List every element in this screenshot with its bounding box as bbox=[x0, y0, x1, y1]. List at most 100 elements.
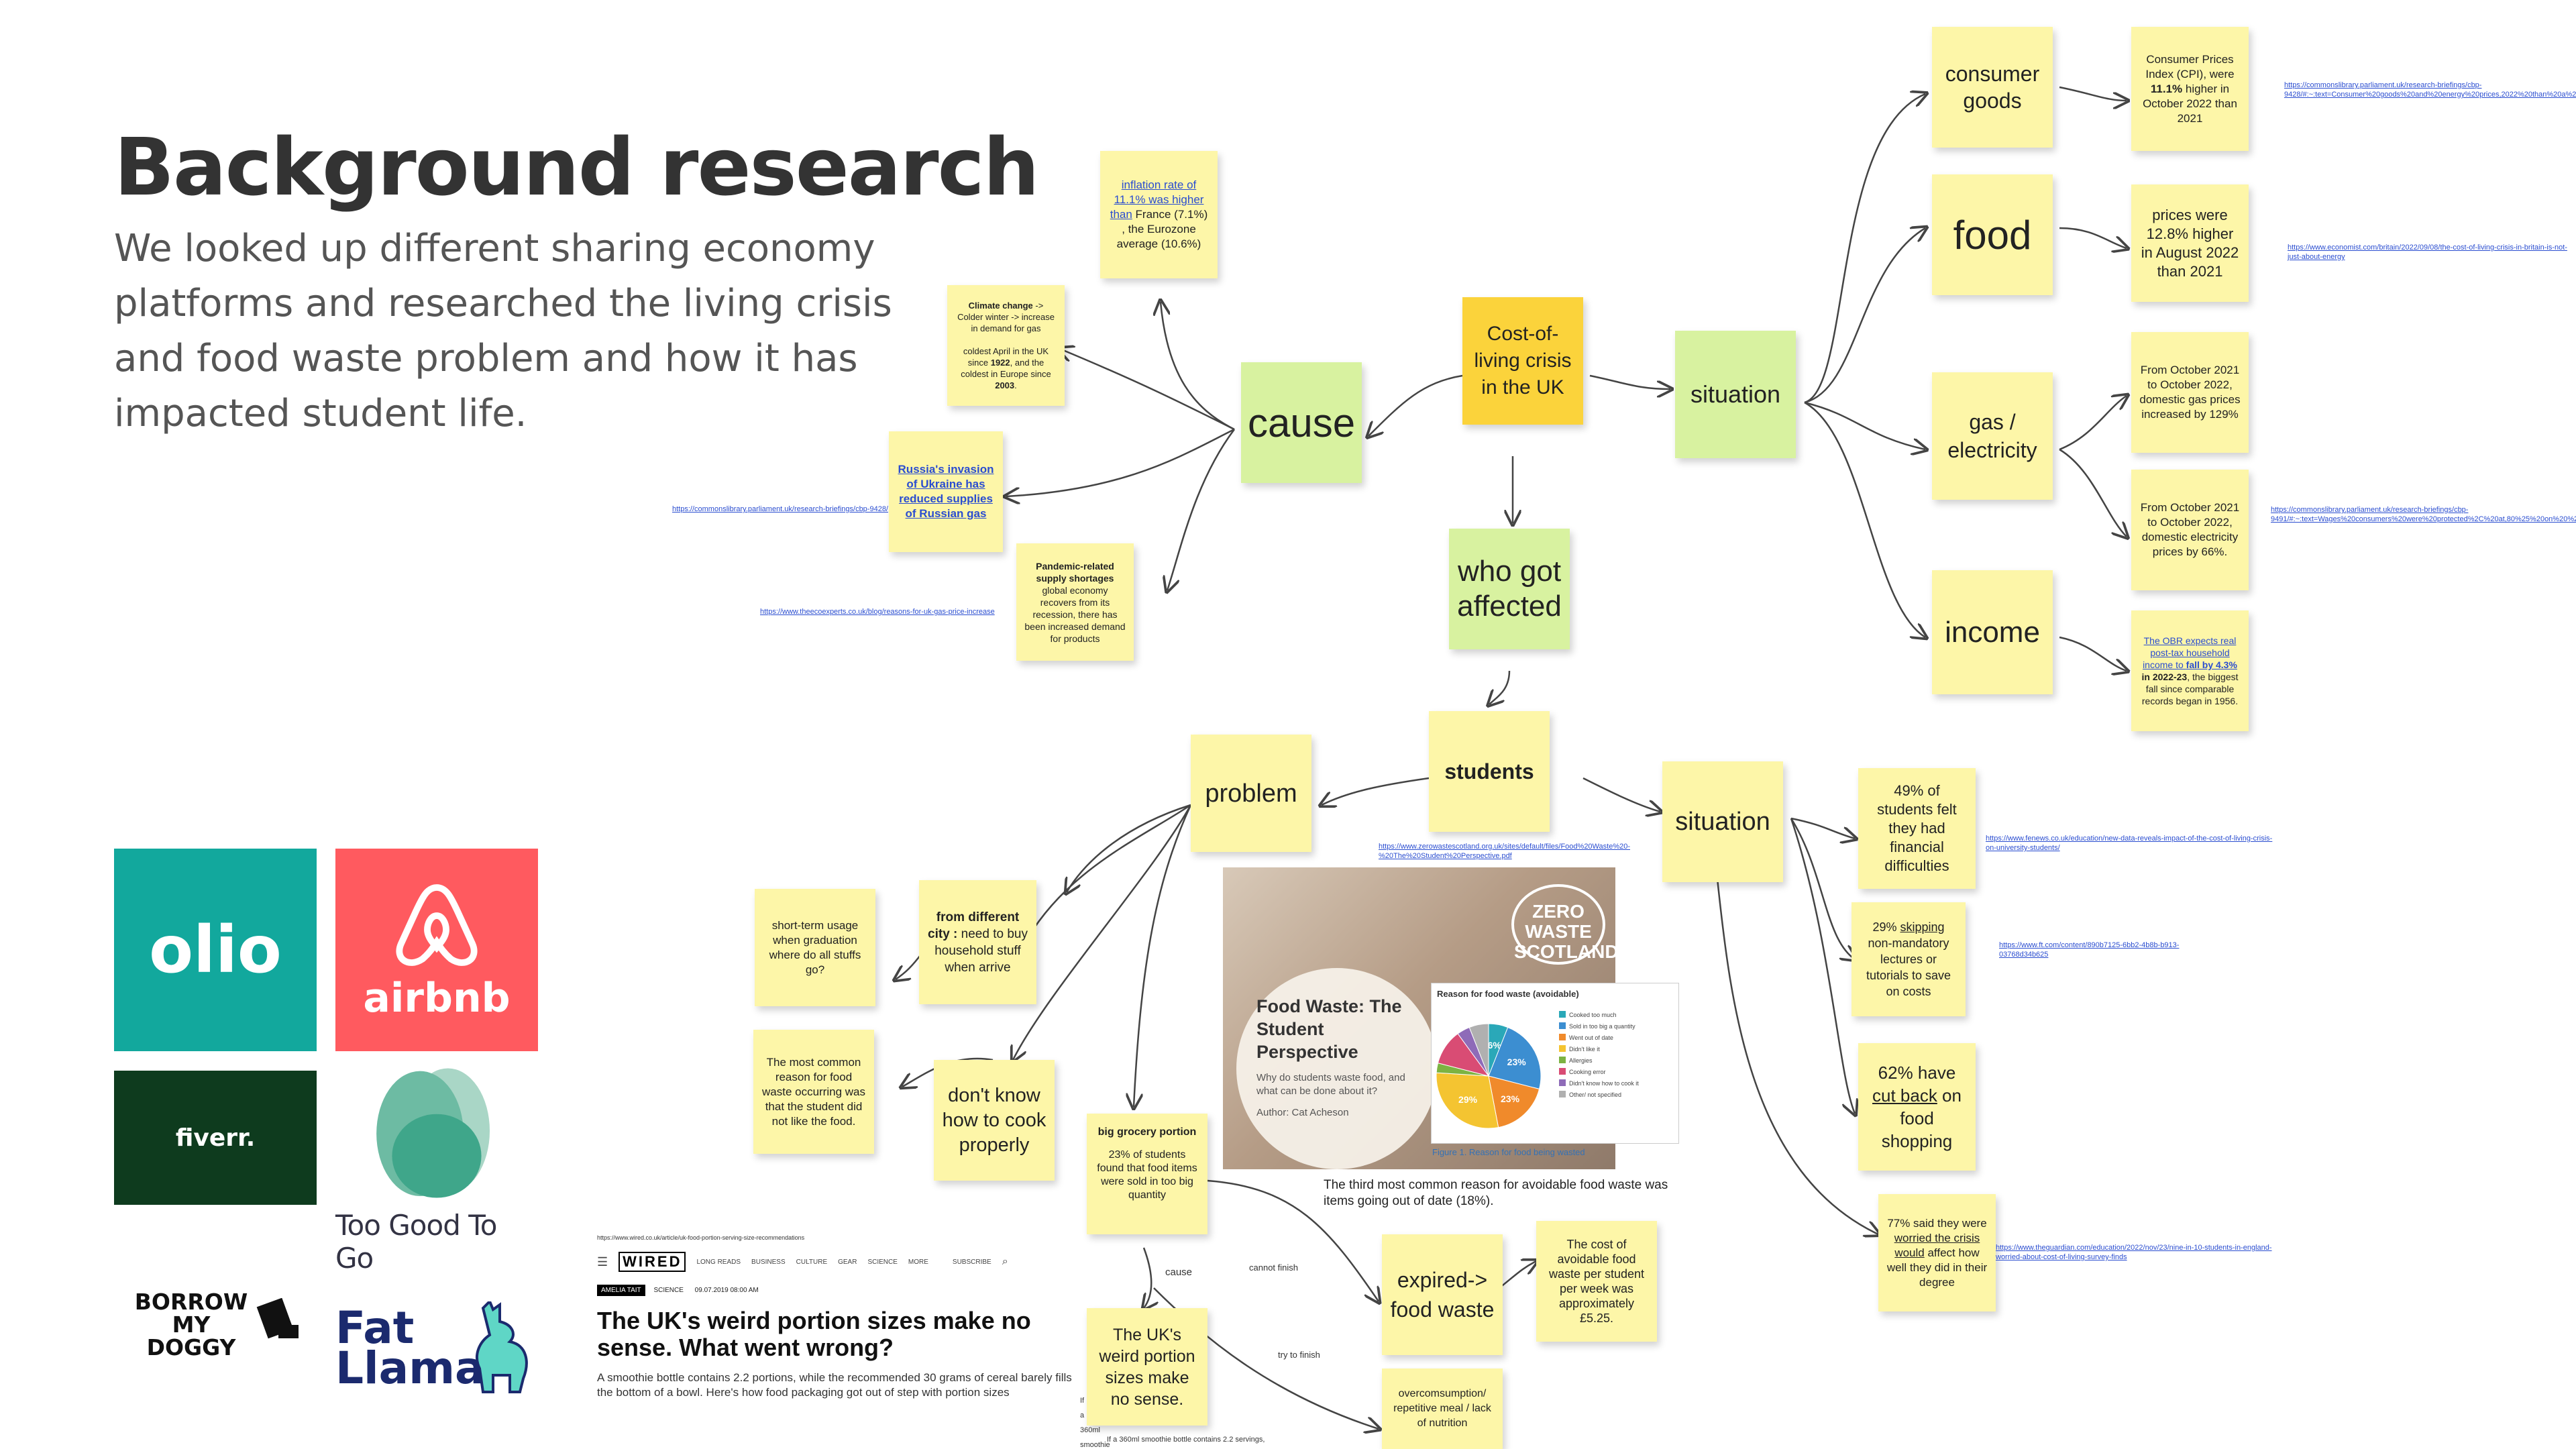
note-consumer-goods[interactable]: consumer goods bbox=[1932, 27, 2053, 148]
airbnb-logo: airbnb bbox=[335, 849, 538, 1051]
worried-u: worried the crisis would bbox=[1894, 1231, 1980, 1259]
note-food-prices[interactable]: prices were 12.8% higher in August 2022 … bbox=[2131, 184, 2249, 302]
url-worried[interactable]: https://www.theguardian.com/education/20… bbox=[1996, 1244, 2272, 1261]
edge-label-try-to-finish: try to finish bbox=[1278, 1350, 1320, 1360]
note-cut-text: 62% have cut back on food shopping bbox=[1866, 1061, 1968, 1152]
menu-icon[interactable]: ☰ bbox=[597, 1254, 608, 1269]
note-weird-portion[interactable]: The UK's weird portion sizes make no sen… bbox=[1087, 1308, 1208, 1426]
note-gas-prices[interactable]: From October 2021 to October 2022, domes… bbox=[2131, 332, 2249, 453]
note-worried-text: 77% said they were worried the crisis wo… bbox=[1886, 1216, 1988, 1290]
skipping-b: non-mandatory lectures or tutorials to s… bbox=[1866, 936, 1951, 998]
url-pandemic[interactable]: https://www.theecoexperts.co.uk/blog/rea… bbox=[760, 608, 995, 616]
pie-slice bbox=[1468, 1023, 1489, 1077]
wired-nav-long-reads[interactable]: LONG READS bbox=[696, 1258, 741, 1266]
note-text: gas / electricity bbox=[1947, 410, 2037, 462]
note-obr-income[interactable]: The OBR expects real post-tax household … bbox=[2131, 610, 2249, 731]
note-russia-invasion[interactable]: Russia's invasion of Ukraine has reduced… bbox=[889, 431, 1003, 552]
legend-label: Cooking error bbox=[1569, 1069, 1606, 1075]
note-dont-know-cook[interactable]: don't know how to cook properly bbox=[934, 1060, 1055, 1181]
legend-swatch bbox=[1559, 1091, 1566, 1097]
note-worried[interactable]: 77% said they were worried the crisis wo… bbox=[1878, 1194, 1996, 1311]
note-pandemic-text: Pandemic-related supply shortages global… bbox=[1024, 560, 1126, 645]
note-situation-top[interactable]: situation bbox=[1675, 331, 1796, 458]
note-financial[interactable]: 49% of students felt they had financial … bbox=[1858, 768, 1976, 889]
legend-swatch bbox=[1559, 1022, 1566, 1029]
url-financial[interactable]: https://www.fenews.co.uk/education/new-d… bbox=[1986, 835, 2273, 852]
wired-section[interactable]: SCIENCE bbox=[653, 1287, 684, 1294]
note-problem[interactable]: problem bbox=[1191, 735, 1311, 852]
url-students[interactable]: https://www.zerowastescotland.org.uk/sit… bbox=[1379, 843, 1630, 860]
note-text: income bbox=[1945, 615, 2040, 649]
note-cost-waste[interactable]: The cost of avoidable food waste per stu… bbox=[1536, 1221, 1657, 1342]
legend-swatch bbox=[1559, 1079, 1566, 1086]
legend-label: Other/ not specified bbox=[1569, 1091, 1621, 1098]
note-pandemic[interactable]: Pandemic-related supply shortages global… bbox=[1016, 543, 1134, 661]
wired-nav-business[interactable]: BUSINESS bbox=[751, 1258, 786, 1266]
url-food[interactable]: https://www.economist.com/britain/2022/0… bbox=[2288, 244, 2567, 261]
fat-llama-logo: Fat Llama bbox=[335, 1301, 577, 1395]
legend-swatch bbox=[1559, 1011, 1566, 1018]
url-electricity[interactable]: https://commonslibrary.parliament.uk/res… bbox=[2271, 506, 2576, 523]
note-overconsumption[interactable]: overcomsumption/ repetitive meal / lack … bbox=[1382, 1368, 1503, 1449]
report-question: Why do students waste food, and what can… bbox=[1256, 1072, 1405, 1097]
note-short-term[interactable]: short-term usage when graduation where d… bbox=[755, 889, 875, 1006]
note-common-reason[interactable]: The most common reason for food waste oc… bbox=[753, 1030, 874, 1154]
wired-author[interactable]: AMELIA TAIT bbox=[597, 1285, 645, 1296]
note-big-grocery[interactable]: big grocery portion 23% of students foun… bbox=[1087, 1114, 1208, 1234]
chart-title: Reason for food waste (avoidable) bbox=[1437, 989, 1579, 999]
note-inflation[interactable]: inflation rate of 11.1% was higher than … bbox=[1100, 151, 1218, 278]
search-icon[interactable]: ⌕ bbox=[1002, 1256, 1008, 1267]
note-income[interactable]: income bbox=[1932, 570, 2053, 694]
url-skipping[interactable]: https://www.ft.com/content/890b7125-6bb2… bbox=[1999, 941, 2180, 959]
obr-link[interactable]: The OBR expects real post-tax household … bbox=[2143, 635, 2237, 670]
note-cut-back[interactable]: 62% have cut back on food shopping bbox=[1858, 1043, 1976, 1171]
climate-bold: Climate change bbox=[968, 301, 1033, 311]
big-grocery-title: big grocery portion bbox=[1097, 1126, 1197, 1138]
note-students[interactable]: students bbox=[1429, 711, 1550, 832]
note-text: overcomsumption/ repetitive meal / lack … bbox=[1393, 1388, 1491, 1429]
big-grocery-text: 23% of students found that food items we… bbox=[1097, 1149, 1197, 1201]
note-climate-change[interactable]: Climate change -> Colder winter -> incre… bbox=[947, 285, 1065, 406]
wired-nav-more[interactable]: MORE bbox=[908, 1258, 928, 1266]
note-skipping[interactable]: 29% skipping non-mandatory lectures or t… bbox=[1851, 902, 1966, 1016]
note-cpi[interactable]: Consumer Prices Index (CPI), were 11.1% … bbox=[2131, 27, 2249, 151]
note-skipping-text: 29% skipping non-mandatory lectures or t… bbox=[1860, 919, 1957, 1000]
note-text: expired-> food waste bbox=[1390, 1268, 1495, 1322]
wired-nav: ☰ WIRED LONG READS BUSINESS CULTURE GEAR… bbox=[597, 1252, 1080, 1272]
note-text: prices were 12.8% higher in August 2022 … bbox=[2141, 206, 2239, 280]
wired-subscribe[interactable]: SUBSCRIBE bbox=[952, 1258, 991, 1266]
wired-url[interactable]: https://www.wired.co.uk/article/uk-food-… bbox=[597, 1234, 805, 1241]
cpi-bold: 11.1% bbox=[2150, 82, 2183, 95]
url-cpi[interactable]: https://commonslibrary.parliament.uk/res… bbox=[2284, 81, 2576, 99]
wired-nav-culture[interactable]: CULTURE bbox=[796, 1258, 828, 1266]
legend-swatch bbox=[1559, 1057, 1566, 1063]
report-cover-circle: Food Waste: The Student Perspective Why … bbox=[1236, 968, 1438, 1169]
food-waste-pie-chart: Reason for food waste (avoidable) 6%23%2… bbox=[1431, 983, 1679, 1144]
fiverr-logo-text: fiverr. bbox=[175, 1124, 256, 1152]
note-text: students bbox=[1444, 759, 1534, 784]
pie-slice bbox=[1436, 1072, 1499, 1129]
pie-slice-label: 29% bbox=[1458, 1094, 1478, 1105]
note-cost-of-living-center[interactable]: Cost-of-living crisis in the UK bbox=[1462, 297, 1583, 425]
note-food[interactable]: food bbox=[1932, 174, 2053, 295]
note-cause[interactable]: cause bbox=[1241, 362, 1362, 483]
wired-logo[interactable]: WIRED bbox=[619, 1252, 686, 1272]
note-gas-electricity[interactable]: gas / electricity bbox=[1932, 372, 2053, 500]
obr-rest: , the biggest fall since comparable reco… bbox=[2141, 672, 2239, 706]
note-text: The most common reason for food waste oc… bbox=[761, 1055, 865, 1128]
legend-swatch bbox=[1559, 1045, 1566, 1052]
note-who-got-affected[interactable]: who got affected bbox=[1449, 529, 1570, 649]
legend-label: Went out of date bbox=[1569, 1034, 1613, 1041]
photo-caption: The third most common reason for avoidab… bbox=[1324, 1178, 1668, 1208]
obr-bold[interactable]: fall by 4.3% bbox=[2186, 659, 2237, 670]
wired-nav-gear[interactable]: GEAR bbox=[838, 1258, 857, 1266]
wired-nav-science[interactable]: SCIENCE bbox=[867, 1258, 898, 1266]
note-different-city[interactable]: from different city : need to buy househ… bbox=[919, 880, 1036, 1004]
note-electricity-prices[interactable]: From October 2021 to October 2022, domes… bbox=[2131, 470, 2249, 590]
url-russia[interactable]: https://commonslibrary.parliament.uk/res… bbox=[672, 505, 888, 513]
inflation-link[interactable]: inflation rate of 11.1% was higher than bbox=[1110, 178, 1204, 221]
note-expired[interactable]: expired-> food waste bbox=[1382, 1234, 1503, 1355]
russia-link[interactable]: Russia's invasion of Ukraine has reduced… bbox=[898, 463, 994, 520]
note-situation-students[interactable]: situation bbox=[1662, 761, 1783, 882]
